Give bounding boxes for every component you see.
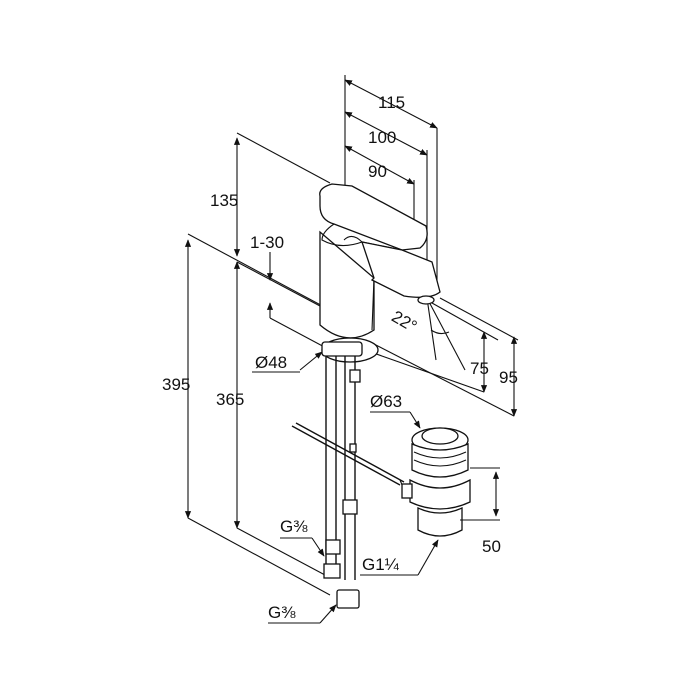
dimension-dia63: Ø63: [370, 392, 421, 429]
dimension-50-label: 50: [482, 537, 501, 556]
dimension-365: 365: [216, 261, 326, 576]
angle-label: 22°: [388, 307, 420, 336]
g38-upper-label: G⅜: [280, 517, 308, 536]
pull-rod: [291, 422, 406, 493]
dimension-1-30-label: 1-30: [250, 233, 284, 252]
dimension-115-label: 115: [378, 93, 405, 112]
g114-label: G1¼: [362, 555, 400, 574]
dimension-395-label: 395: [162, 375, 190, 394]
faucet-body: [319, 183, 441, 363]
dimension-75-label: 75: [470, 359, 489, 378]
drain-valve: [401, 427, 471, 537]
dimension-50: 50: [460, 467, 501, 556]
dia48-label: Ø48: [255, 353, 287, 372]
dimension-395: 395: [162, 233, 331, 596]
dimension-135: 135: [210, 132, 331, 257]
dimension-365-label: 365: [216, 390, 244, 409]
supply-hoses: [321, 341, 363, 609]
dimension-135-label: 135: [210, 191, 238, 210]
thread-g38-lower: G⅜: [268, 603, 337, 624]
dimension-75: 75: [364, 302, 499, 393]
dimension-95-label: 95: [499, 368, 518, 387]
dimension-95: 95: [371, 297, 519, 417]
thread-g38-upper: G⅜: [280, 517, 325, 557]
dimension-100-label: 100: [368, 128, 396, 147]
dimension-dia48: Ø48: [252, 351, 323, 373]
g38-lower-label: G⅜: [268, 603, 296, 622]
dimension-1-30: 1-30: [250, 233, 331, 351]
dimension-90-label: 90: [368, 162, 387, 181]
thread-g114: G1¼: [360, 539, 439, 576]
angle-22-degrees: 22°: [388, 297, 466, 371]
dia63-label: Ø63: [370, 392, 402, 411]
